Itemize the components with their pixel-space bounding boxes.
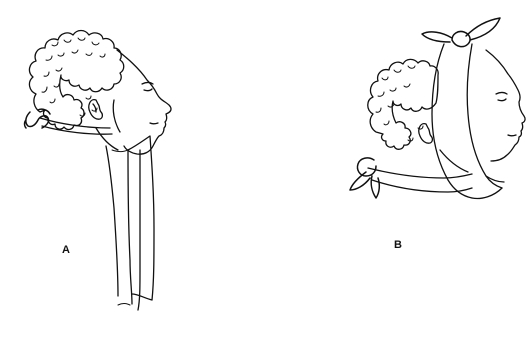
figure-b-cravat-top-knot <box>422 18 500 47</box>
figure-b-cravat-back-band <box>368 168 472 192</box>
figure-b-hair <box>368 59 438 149</box>
figure-a-eye <box>142 83 153 91</box>
figure-b-eye <box>496 93 507 101</box>
figure-b-hair-texture <box>376 66 423 141</box>
figure-b-face-profile <box>486 50 525 161</box>
figure-b-ear <box>419 124 433 144</box>
figure-b-cravat <box>350 18 504 199</box>
figure-a-mouth <box>150 123 158 124</box>
figure-b-head <box>368 50 525 172</box>
figure-a-ear <box>89 100 103 120</box>
panel-label-b: B <box>394 240 402 251</box>
figure-a-cravat <box>25 109 155 310</box>
figure-a-face-profile <box>117 50 171 154</box>
figure-b-cravat-back-knot <box>350 158 379 198</box>
figure-a-cravat-tail-right <box>128 136 154 310</box>
figure-a-hair <box>29 31 123 130</box>
figure-a-hair-texture <box>42 38 105 116</box>
figure-b-mouth <box>508 135 516 136</box>
figure-a-cravat-tail-left <box>106 146 132 304</box>
panel-label-a: A <box>62 245 70 256</box>
figure-b-neck <box>440 150 468 172</box>
figure-a-cravat-knot <box>25 109 51 128</box>
figure-a-cravat-band <box>40 118 112 134</box>
